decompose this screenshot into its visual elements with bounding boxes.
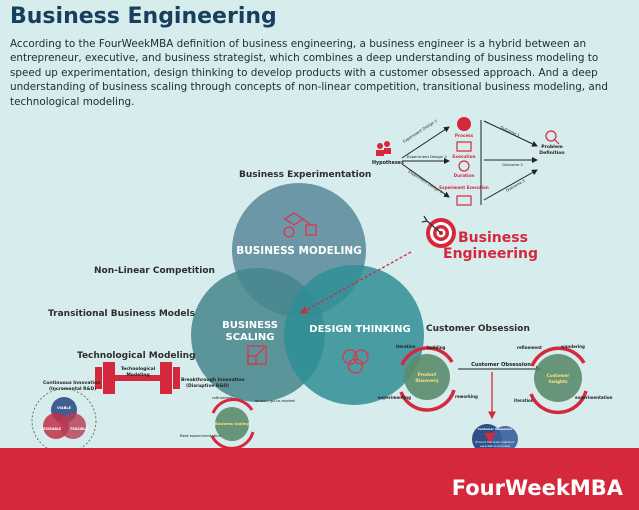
design-thinking-label: DESIGN THINKING (309, 324, 410, 335)
customer-obsession-bottom-label-2: (Product that solve customers' (475, 440, 515, 444)
hypotheses-label: Hypotheses (372, 160, 404, 166)
customer-obsession-center-label: Customer Obsession (471, 362, 531, 368)
tech-model-title-2: Modeling (126, 372, 149, 378)
outcome-2: Outcome 2 (502, 162, 524, 167)
execution-label: Execution (452, 154, 475, 159)
right-refinement-label: refinement (517, 345, 542, 350)
customer-obsession-bottom-label-1: Customer Obsession (478, 427, 513, 431)
business-engineering-label-1: Business (458, 230, 528, 246)
customer-obsession-bottom-circle-2 (492, 426, 518, 448)
customer-insights-label-2: Insights (549, 379, 568, 384)
right-wandering-label: wandering (561, 344, 585, 349)
experiment-execution-label: Experiment Execution (439, 185, 489, 190)
breakthrough-innovation-label-1: Breakthrough Innovation (181, 377, 245, 383)
non-linear-competition-label: Non-Linear Competition (94, 266, 215, 276)
business-engineering-diagram: BUSINESS MODELING BUSINESS SCALING DESIG… (31, 117, 613, 448)
business-scaling-cycle: Business Scaling refinement launch, go-t… (180, 395, 296, 448)
engineering-pointer-arrow (299, 251, 412, 314)
scaling-resize-icon (247, 345, 267, 365)
problem-definition-icon (545, 130, 560, 145)
experiment-design-2: Experiment Design 2 (407, 154, 447, 159)
desirable-label: DESIRABLE (41, 427, 62, 431)
customer-insights-circle (534, 354, 582, 402)
business-engineering-label-2: Engineering (443, 246, 538, 262)
duration-label: Duration (454, 173, 475, 178)
footer-brand: FourWeekMBA (451, 476, 623, 500)
funnel-icon (484, 433, 496, 443)
customer-insights-label-1: Customer (547, 373, 571, 378)
customer-obsession-label: Customer Obsession (426, 324, 530, 334)
viable-label: VIABLE (57, 406, 72, 410)
intro-paragraph: According to the FourWeekMBA definition … (10, 38, 608, 108)
business-experimentation-label: Business Experimentation (239, 170, 371, 180)
continuous-innovation-label-2: (Incremental R&D) (49, 386, 96, 392)
scaling-launch-label: launch, go-to-market (255, 398, 296, 403)
product-discovery-label-1: Product (418, 372, 436, 377)
execution-icon (456, 141, 472, 152)
innovation-venn: VIABLE DESIRABLE FEASIBLE (31, 388, 97, 448)
problem-definition-label-2: Definition (539, 150, 564, 156)
duration-clock-icon (458, 160, 470, 172)
breakthrough-innovation-label-2: (Disruptive R&D) (186, 383, 229, 389)
footer-bar (0, 448, 639, 510)
feasible-label: FEASIBLE (70, 427, 88, 431)
right-iteration-label: iteration (514, 398, 534, 403)
tech-model-title-1: Technological (121, 366, 156, 372)
technological-modeling-label: Technological Modeling (77, 351, 196, 361)
problem-definition-label-1: Problem (541, 144, 563, 150)
right-experimentation-label: experimentation (575, 395, 613, 400)
left-reworking-label: reworking (455, 394, 478, 399)
continuous-innovation-label-1: Continuous Innovation (43, 380, 100, 386)
left-iteration-label: iteration (396, 344, 416, 349)
left-building-label: building (427, 345, 446, 350)
outcome-1: Outcome 1 (500, 124, 522, 138)
target-icon (421, 215, 456, 248)
product-discovery-label-2: Discovery (415, 378, 438, 383)
hypotheses-people-icon (376, 141, 391, 156)
business-scaling-label-1: BUSINESS (222, 320, 278, 331)
page-title: Business Engineering (10, 4, 277, 29)
transitional-business-models-label: Transitional Business Models (48, 309, 195, 319)
modeling-shapes-icon (283, 212, 317, 238)
scaling-experimentation-label: Best experimentation (180, 433, 222, 438)
customer-obsession-bottom-label-3: expectations and care) (480, 444, 510, 448)
experiment-execution-icon (456, 195, 472, 206)
business-scaling-label-2: SCALING (226, 332, 275, 343)
design-thinking-venn-icon (342, 349, 369, 374)
design-thinking-circle (284, 265, 424, 405)
process-icon (457, 117, 471, 131)
scaling-cycle-center: Business Scaling (215, 422, 249, 426)
outcome-3: Outcome 3 (505, 178, 526, 193)
experiment-design-3: Experiment Design 3 (407, 169, 444, 195)
technological-modeling-dumbbell (95, 362, 180, 394)
experiment-design-1: Experiment Design 1 (402, 118, 439, 144)
product-discovery-circle (404, 354, 450, 400)
left-experimenting-label: experimenting (378, 395, 411, 400)
process-label: Process (455, 133, 474, 138)
business-scaling-circle (191, 268, 325, 402)
scaling-refinement-label: refinement (212, 395, 233, 400)
experiment-flow: Hypotheses Experiment Design 1 Experimen… (372, 117, 565, 206)
business-modeling-label: BUSINESS MODELING (236, 245, 362, 257)
customer-obsession-flow: Product Discovery iteration building exp… (378, 344, 613, 448)
